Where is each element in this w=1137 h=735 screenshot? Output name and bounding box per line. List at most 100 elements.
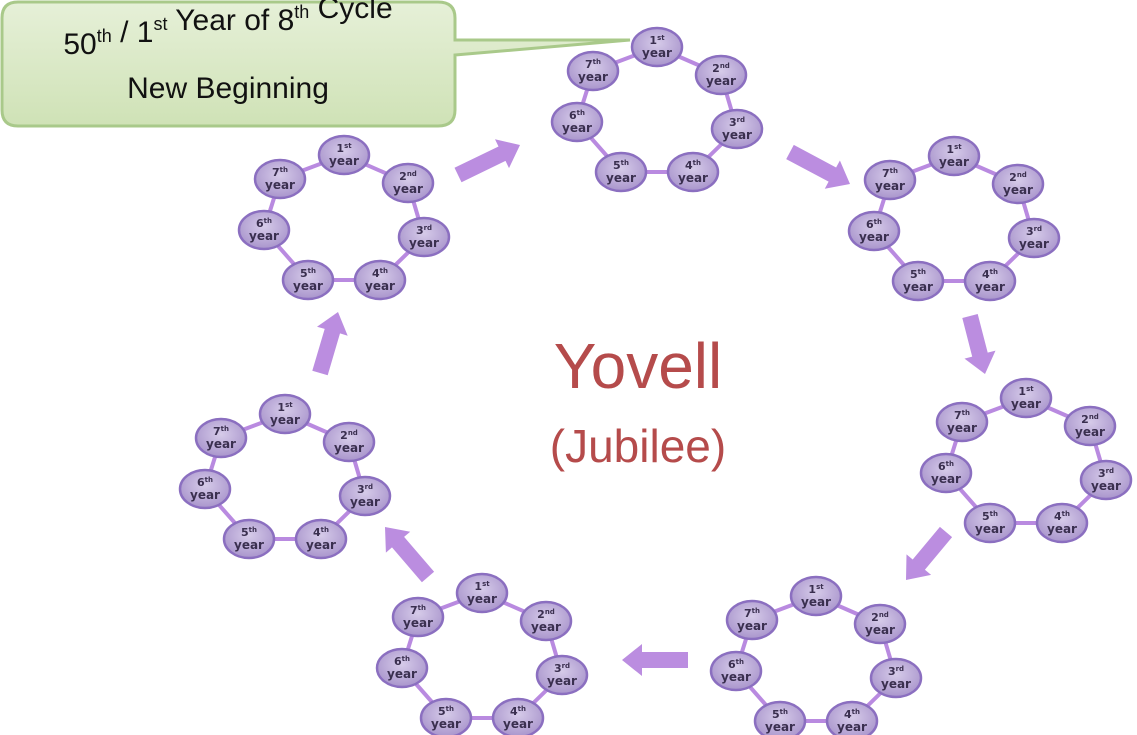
year-word: year bbox=[393, 182, 423, 196]
callout-part-0: 50 bbox=[63, 28, 96, 61]
year-node-circle bbox=[935, 401, 989, 443]
year-ordinal: 4th bbox=[982, 268, 998, 281]
year-ordinal: 6th bbox=[728, 658, 744, 671]
year-ordinal: 2nd bbox=[712, 62, 730, 75]
year-word: year bbox=[387, 667, 417, 681]
year-node-circle bbox=[258, 393, 312, 435]
year-word: year bbox=[1047, 522, 1077, 536]
year-ordinal: 7th bbox=[585, 58, 601, 71]
year-ordinal: 4th bbox=[510, 705, 526, 718]
year-node-circle bbox=[825, 700, 879, 735]
year-ordinal: 2nd bbox=[1009, 171, 1027, 184]
year-node-circle bbox=[455, 572, 509, 614]
year-ordinal: 7th bbox=[954, 409, 970, 422]
year-ordinal: 4th bbox=[313, 526, 329, 539]
year-ordinal: 2nd bbox=[871, 611, 889, 624]
year-word: year bbox=[190, 488, 220, 502]
callout-line1: 50th / 1st Year of 8th Cycle bbox=[63, 0, 392, 61]
year-node-circle bbox=[1035, 502, 1089, 544]
year-word: year bbox=[249, 229, 279, 243]
year-ordinal: 7th bbox=[410, 604, 426, 617]
year-word: year bbox=[306, 538, 336, 552]
year-ordinal: 5th bbox=[300, 267, 316, 280]
year-word: year bbox=[765, 720, 795, 734]
year-word: year bbox=[1011, 397, 1041, 411]
year-word: year bbox=[578, 70, 608, 84]
year-node-circle bbox=[381, 162, 435, 204]
year-ordinal: 1st bbox=[474, 580, 490, 593]
year-node-circle bbox=[322, 421, 376, 463]
year-word: year bbox=[1075, 425, 1105, 439]
year-ordinal: 4th bbox=[844, 708, 860, 721]
year-word: year bbox=[1003, 183, 1033, 197]
year-ordinal: 3rd bbox=[357, 483, 373, 496]
year-word: year bbox=[206, 437, 236, 451]
year-node-circle bbox=[991, 163, 1045, 205]
year-node-circle bbox=[1063, 405, 1117, 447]
year-word: year bbox=[837, 720, 867, 734]
year-word: year bbox=[531, 620, 561, 634]
callout-line2: New Beginning bbox=[127, 72, 329, 105]
year-node-circle bbox=[919, 452, 973, 494]
year-cycle-cluster: 1styear2ndyear3rdyear4thyear5thyear6thye… bbox=[709, 575, 923, 735]
year-ordinal: 2nd bbox=[537, 608, 555, 621]
year-word: year bbox=[606, 171, 636, 185]
year-word: year bbox=[859, 230, 889, 244]
year-node-circle bbox=[491, 697, 545, 735]
year-word: year bbox=[503, 717, 533, 731]
year-ordinal: 6th bbox=[197, 476, 213, 489]
year-node-circle bbox=[999, 377, 1053, 419]
year-word: year bbox=[881, 677, 911, 691]
callout-sup-2: th bbox=[294, 2, 309, 22]
direction-arrow bbox=[385, 527, 435, 583]
year-ordinal: 3rd bbox=[416, 224, 432, 237]
year-ordinal: 7th bbox=[882, 167, 898, 180]
year-word: year bbox=[865, 623, 895, 637]
year-node-circle bbox=[1079, 459, 1133, 501]
year-word: year bbox=[947, 421, 977, 435]
year-node-circle bbox=[1007, 217, 1061, 259]
year-ordinal: 1st bbox=[946, 143, 962, 156]
direction-arrow bbox=[962, 314, 996, 374]
year-node-circle bbox=[550, 101, 604, 143]
callout-bubble bbox=[0, 0, 631, 128]
year-word: year bbox=[939, 155, 969, 169]
year-word: year bbox=[293, 279, 323, 293]
year-ordinal: 3rd bbox=[1098, 467, 1114, 480]
direction-arrow bbox=[312, 312, 348, 376]
year-node-circle bbox=[519, 600, 573, 642]
year-ordinal: 3rd bbox=[888, 665, 904, 678]
year-word: year bbox=[678, 171, 708, 185]
year-node-circle bbox=[566, 50, 620, 92]
year-ordinal: 7th bbox=[213, 425, 229, 438]
year-node-circle bbox=[853, 603, 907, 645]
year-node-circle bbox=[666, 151, 720, 193]
year-node-circle bbox=[630, 26, 684, 68]
year-node-circle bbox=[963, 260, 1017, 302]
year-node-circle bbox=[869, 657, 923, 699]
year-cycle-cluster: 1styear2ndyear3rdyear4thyear5thyear6thye… bbox=[919, 377, 1133, 544]
year-node-circle bbox=[709, 650, 763, 692]
